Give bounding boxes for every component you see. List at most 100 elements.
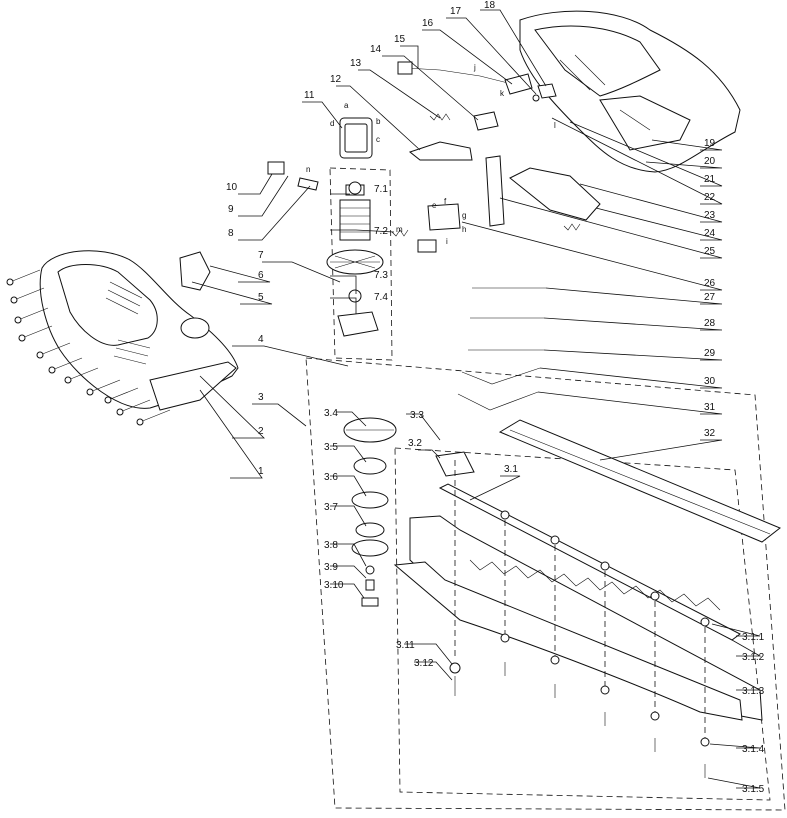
label-3-10: 3.10 <box>324 580 344 591</box>
label-5: 5 <box>258 292 264 303</box>
label-2: 2 <box>258 426 264 437</box>
cord-plug <box>397 61 413 75</box>
label-13: 13 <box>350 58 362 69</box>
fixing-plate-18 <box>537 83 557 99</box>
trigger-25 <box>485 155 505 227</box>
label-19: 19 <box>704 138 716 149</box>
label-3-2: 3.2 <box>408 438 422 449</box>
wire-letter-j: j <box>473 63 476 72</box>
label-29: 29 <box>704 348 716 359</box>
brush-holder-10 <box>267 161 285 175</box>
wire-letters: a b c d e f g h i j k l m n <box>306 63 556 246</box>
wire-letter-f: f <box>444 197 447 206</box>
handle-housing <box>39 250 239 411</box>
label-27: 27 <box>704 292 716 303</box>
label-9: 9 <box>228 204 234 215</box>
label-7-4: 7.4 <box>374 292 388 303</box>
wire-letter-d: d <box>330 119 334 128</box>
spring-7-2 <box>391 229 409 237</box>
label-22: 22 <box>704 192 716 203</box>
wire-letter-g: g <box>462 211 466 220</box>
label-3-1-2: 3.1.2 <box>742 652 765 663</box>
wire-letter-k: k <box>500 89 505 98</box>
blade-3-1-3 <box>393 515 763 721</box>
label-4: 4 <box>258 334 264 345</box>
leader-lines <box>191 9 762 789</box>
screw-17 <box>532 94 540 102</box>
label-3-9: 3.9 <box>324 562 338 573</box>
label-25: 25 <box>704 246 716 257</box>
label-10: 10 <box>226 182 238 193</box>
label-3-11: 3.11 <box>396 640 415 651</box>
gear-stack <box>343 417 397 607</box>
switch-lever <box>179 251 211 291</box>
label-20: 20 <box>704 156 716 167</box>
label-12: 12 <box>330 74 342 85</box>
label-3-7: 3.7 <box>324 502 338 513</box>
label-3-1: 3.1 <box>504 464 518 475</box>
bearing-7-1 <box>348 181 362 195</box>
motor-assembly-outline <box>329 167 393 361</box>
wire-letter-e: e <box>432 201 437 210</box>
label-6: 6 <box>258 270 264 281</box>
label-21: 21 <box>704 174 716 185</box>
lever-12 <box>408 141 473 161</box>
label-28: 28 <box>704 318 716 329</box>
label-8: 8 <box>228 228 234 239</box>
brush-7-2b <box>417 239 437 253</box>
blade-assembly-outline <box>305 357 786 811</box>
label-7-3: 7.3 <box>374 270 388 281</box>
wire-letter-i: i <box>446 237 448 246</box>
cable-clamp-16 <box>504 73 533 95</box>
label-24: 24 <box>704 228 716 239</box>
gear-housing-7-4 <box>337 311 379 337</box>
label-3-12: 3.12 <box>414 658 434 669</box>
label-3-6: 3.6 <box>324 472 338 483</box>
label-1: 1 <box>258 466 264 477</box>
label-31: 31 <box>704 402 716 413</box>
label-17: 17 <box>450 6 462 17</box>
label-3: 3 <box>258 392 264 403</box>
wire-set <box>457 287 546 411</box>
blade-screws <box>500 510 710 778</box>
housing-screws <box>6 269 171 426</box>
wire-letter-a: a <box>344 101 349 110</box>
label-30: 30 <box>704 376 716 387</box>
wire-letter-n: n <box>306 165 310 174</box>
label-3-3: 3.3 <box>410 410 424 421</box>
label-18: 18 <box>484 0 496 11</box>
motor-stator <box>339 117 373 159</box>
label-7-2: 7.2 <box>374 226 388 237</box>
part-labels: 1 2 3 4 5 6 7 8 9 10 11 12 13 14 15 16 1… <box>226 0 765 795</box>
front-handle-24 <box>509 167 601 221</box>
label-14: 14 <box>370 44 382 55</box>
switch-block-26 <box>427 203 461 231</box>
label-3-1-4: 3.1.4 <box>742 744 765 755</box>
label-23: 23 <box>704 210 716 221</box>
spring-26b <box>563 223 581 231</box>
spring-13 <box>429 113 451 121</box>
blade-bar-3-1 <box>438 483 741 641</box>
armature <box>326 184 384 275</box>
wire-letter-l: l <box>554 121 556 130</box>
label-7-1: 7.1 <box>374 184 388 195</box>
upper-housing <box>519 10 741 173</box>
label-15: 15 <box>394 34 406 45</box>
label-32: 32 <box>704 428 716 439</box>
label-3-8: 3.8 <box>324 540 338 551</box>
power-cord-15 <box>405 67 521 87</box>
label-3-1-3: 3.1.3 <box>742 686 765 697</box>
label-26: 26 <box>704 278 716 289</box>
label-3-1-5: 3.1.5 <box>742 784 765 795</box>
switch-14 <box>473 111 499 131</box>
carbon-brush-8 <box>297 177 319 191</box>
blade-cover-32 <box>498 419 781 543</box>
washer-3-11 <box>449 662 461 674</box>
label-3-1-1: 3.1.1 <box>742 632 765 643</box>
wire-letter-m: m <box>396 225 403 234</box>
wire-letter-h: h <box>462 225 466 234</box>
wire-letter-c: c <box>376 135 380 144</box>
wire-letter-b: b <box>376 117 381 126</box>
blade-subassembly-outline <box>394 447 771 801</box>
